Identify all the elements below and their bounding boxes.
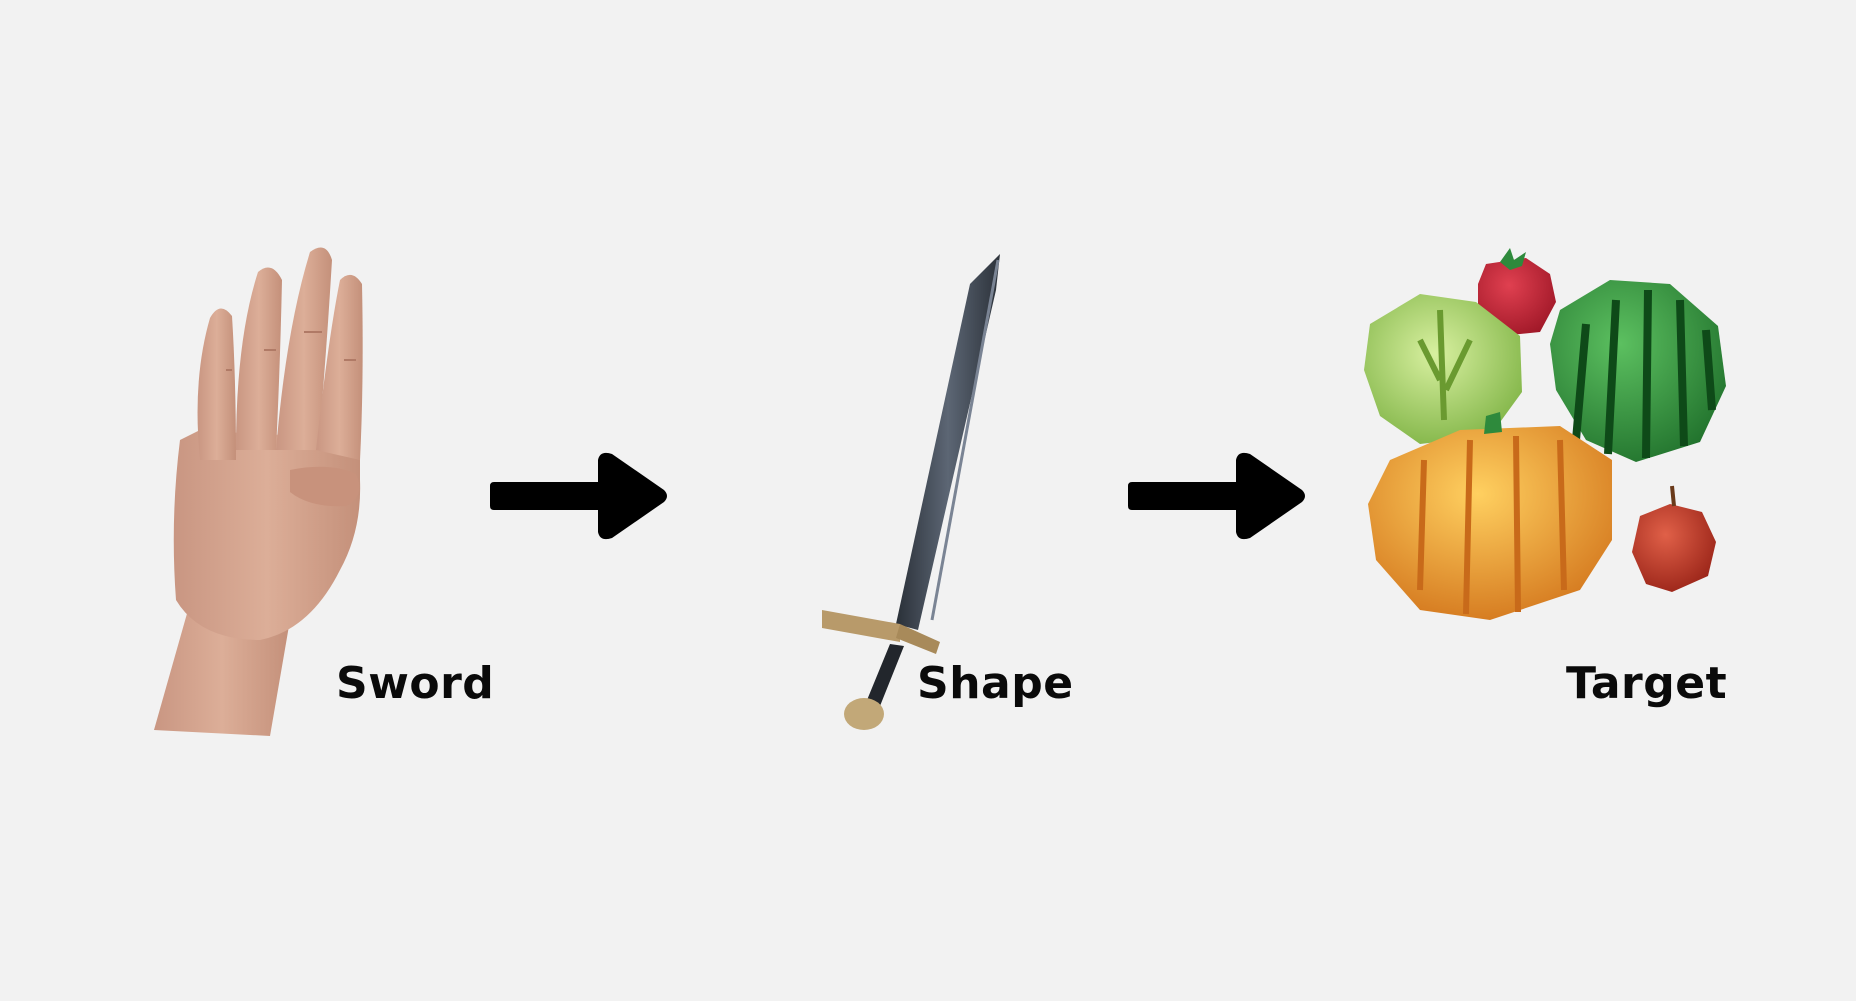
sword-icon: [822, 254, 1000, 730]
step-label-sword: Sword: [336, 658, 495, 709]
arrow-right-icon: [490, 452, 667, 540]
pumpkin-icon: [1368, 412, 1612, 620]
arrow-right-icon: [1128, 452, 1305, 540]
fruit-pile-icon: [1364, 248, 1726, 620]
tomato-icon: [1478, 248, 1556, 336]
step-label-shape: Shape: [917, 658, 1074, 709]
watermelon-icon: [1550, 280, 1726, 462]
step-label-target: Target: [1566, 658, 1728, 709]
apple-icon: [1632, 485, 1716, 592]
hand-three-fingers-icon: [154, 247, 363, 736]
cabbage-icon: [1364, 294, 1522, 444]
